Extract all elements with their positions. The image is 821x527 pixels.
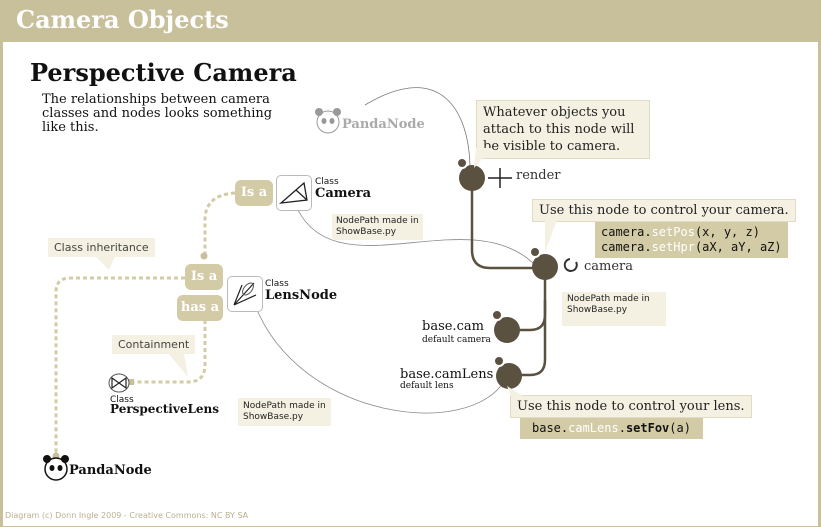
note-pointer — [474, 148, 492, 168]
has-a-tag: has a — [177, 295, 223, 321]
lens-note: Use this node to control your lens. — [510, 395, 752, 418]
lensnode-class-icon — [227, 276, 263, 312]
connector-lensnode-to-camlens-node — [254, 304, 506, 414]
code-token-highlight: camLens — [568, 421, 619, 435]
code-token-method: setPos — [651, 225, 695, 239]
perspective-lens-icon — [108, 373, 130, 393]
connector-panda-to-render — [364, 87, 471, 171]
code-token-method: setHpr — [651, 240, 695, 254]
default-camera-label: default camera — [422, 335, 491, 345]
lensnode-class-name: LensNode — [265, 288, 338, 303]
is-a-tag-lensnode: Is a — [185, 264, 223, 290]
is-a-tag-camera: Is a — [235, 180, 273, 206]
camera-node-label: camera — [584, 259, 634, 274]
diagram-svg — [43, 87, 578, 481]
code-token-method: setFov — [625, 421, 670, 435]
panda-icon — [43, 455, 69, 481]
containment-note: Containment — [112, 335, 196, 354]
note-pointer — [168, 353, 188, 377]
nodepath-note-lens: NodePath made in ShowBase.py — [238, 398, 331, 426]
render-label: render — [516, 168, 561, 183]
camera-frustum-icon — [278, 181, 308, 204]
class-inheritance-note: Class inheritance — [48, 238, 155, 257]
nodepath-note-cam: NodePath made in ShowBase.py — [562, 292, 666, 326]
header-title: Camera Objects — [16, 5, 229, 34]
node-icon — [529, 246, 558, 280]
connector-camera-to-camera-node — [297, 209, 536, 266]
pandanode-label-top: PandaNode — [342, 117, 425, 132]
edge-render-to-camera — [470, 180, 540, 270]
code-token: (x, y, z) — [694, 225, 760, 239]
note-pointer — [507, 386, 523, 396]
dashed-hasa-perspectivelens — [133, 320, 207, 384]
dashed-isa-camera — [203, 191, 236, 255]
camera-class-icon — [276, 175, 312, 211]
code-token: camera. — [601, 240, 652, 254]
code-line-sethpr: camera.setHpr(aX, aY, aZ) — [601, 240, 782, 255]
dashed-end — [128, 379, 134, 385]
camera-note: Use this node to control your camera. — [532, 199, 796, 222]
panda-icon — [315, 108, 341, 134]
footer-credit: Diagram (c) Donn Ingle 2009 - Creative C… — [5, 511, 249, 520]
render-note: Whatever objects you attach to this node… — [476, 100, 650, 159]
code-token: (a) — [669, 421, 691, 435]
node-icon — [491, 309, 520, 343]
lens-code-box: base.camLens.setFov(a) — [520, 418, 703, 439]
code-token: (aX, aY, aZ) — [694, 240, 782, 254]
camera-code-box: camera.setPos(x, y, z) camera.setHpr(aX,… — [595, 222, 788, 258]
dashed-isa-pandanode — [54, 276, 185, 462]
perspectivelens-class-word: Class — [110, 395, 134, 405]
default-lens-label: default lens — [400, 381, 454, 391]
dashed-dot — [200, 252, 208, 260]
lens-icon — [233, 282, 257, 306]
diagram-panel — [3, 42, 818, 526]
lensnode-class-word: Class — [265, 279, 289, 289]
code-token: base. — [532, 421, 569, 435]
header-bar: Camera Objects — [0, 0, 821, 42]
intro-text: The relationships between camera classes… — [42, 92, 273, 135]
base-cam-label: base.cam — [422, 319, 484, 334]
crosshair-icon — [488, 168, 512, 188]
edge-camera-to-camlens — [508, 300, 547, 377]
node-icon — [493, 355, 522, 389]
code-line-setpos: camera.setPos(x, y, z) — [601, 225, 782, 240]
camera-class-word: Class — [315, 177, 339, 187]
note-pointer — [545, 220, 557, 252]
nodepath-note-camera: NodePath made in ShowBase.py — [332, 214, 423, 240]
note-pointer — [95, 256, 115, 270]
perspectivelens-class-name: PerspectiveLens — [110, 402, 220, 416]
code-token: camera. — [601, 225, 652, 239]
base-camlens-label: base.camLens — [400, 367, 494, 382]
pandanode-label-bottom: PandaNode — [69, 463, 152, 478]
code-token: . — [618, 421, 626, 435]
camera-class-name: Camera — [315, 186, 372, 201]
page-title: Perspective Camera — [30, 58, 297, 87]
rotate-icon — [563, 258, 578, 272]
node-icon — [456, 157, 485, 191]
